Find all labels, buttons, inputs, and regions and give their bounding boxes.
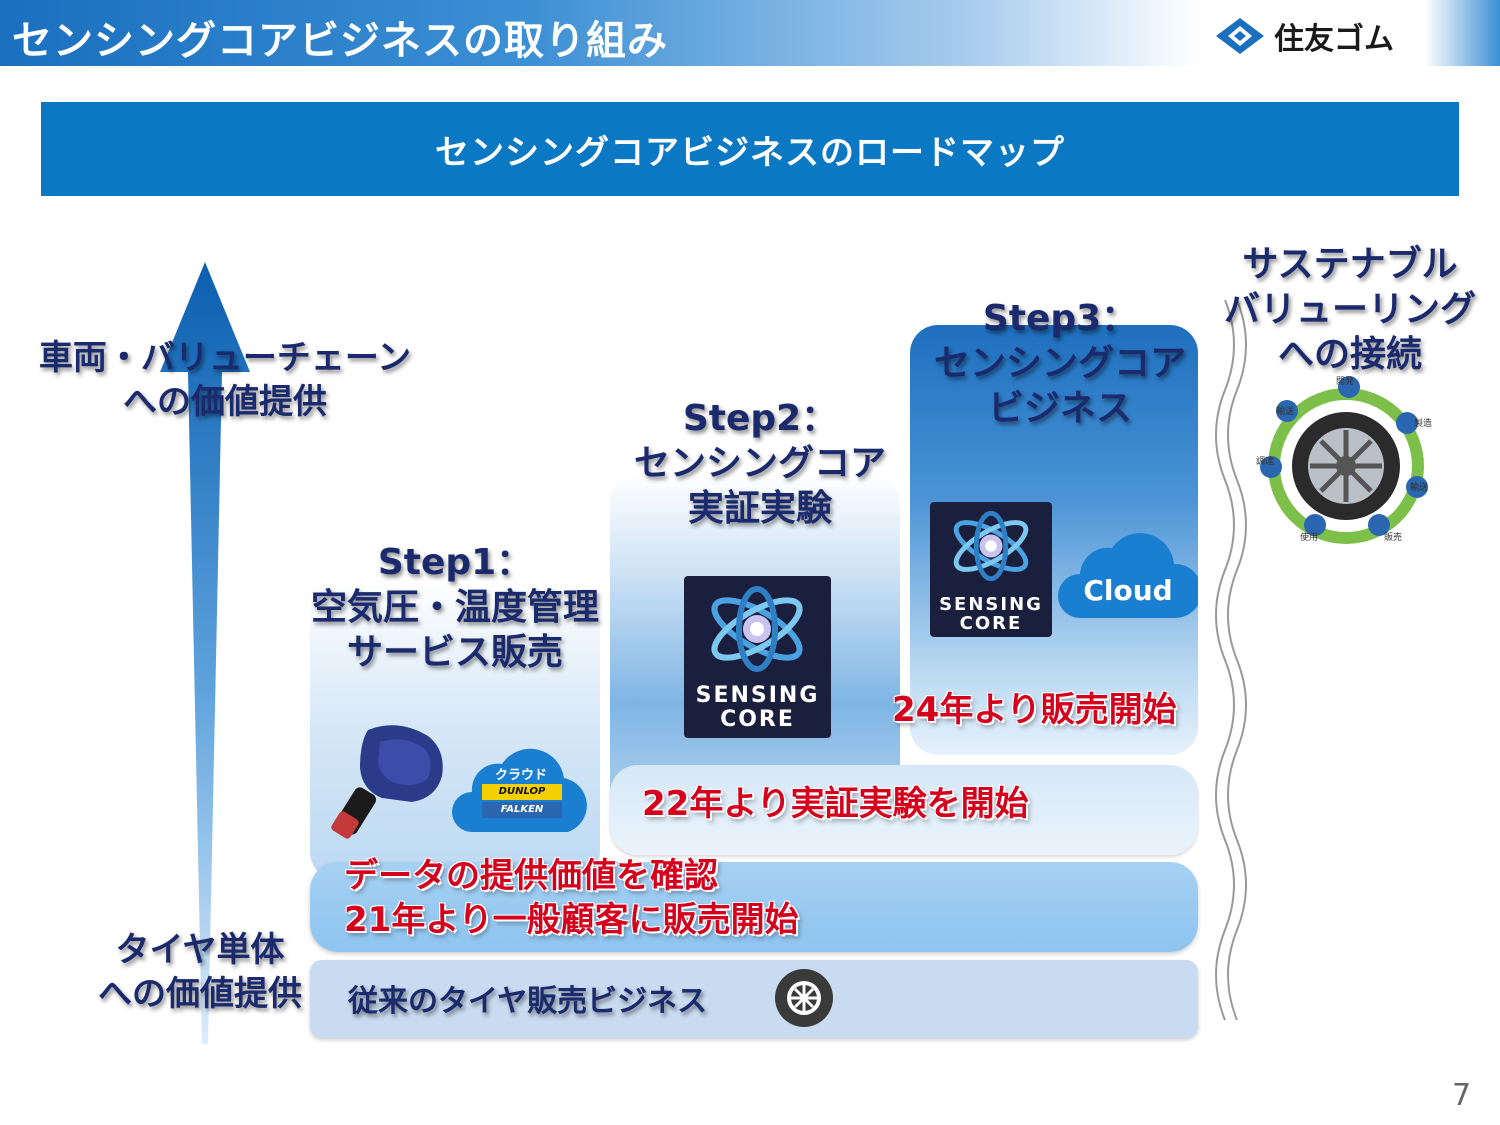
step3-milestone: 24年より販売開始	[892, 690, 1177, 730]
sensing-core-emblem-icon	[711, 586, 803, 672]
step3-desc2: ビジネス	[987, 388, 1132, 429]
ring-label-sales: 販売	[1384, 533, 1403, 543]
step1-milestone-2: 21年より一般顧客に販売開始	[344, 900, 799, 940]
step3-label: Step3：	[982, 298, 1138, 339]
ring-label-transport: 輸送	[1410, 483, 1429, 493]
step1-desc1: 空気圧・温度管理	[310, 587, 599, 628]
ring-node-transport: 輸送	[1406, 476, 1428, 498]
ring-label-use: 使用	[1300, 533, 1319, 543]
step3-desc1: センシングコア	[933, 343, 1186, 384]
sumitomo-diamond-icon	[1216, 18, 1264, 54]
ring-label-procure: 調達	[1256, 457, 1275, 467]
base-business-label: 従来のタイヤ販売ビジネス	[348, 984, 708, 1019]
ring-node-procure: 調達	[1256, 456, 1282, 478]
tire-icon	[775, 969, 833, 1027]
step1-milestone-1: データの提供価値を確認	[344, 856, 718, 896]
brand-cloud-badge: クラウド DUNLOP FALKEN	[452, 738, 590, 834]
sustainable-line2: バリューリング	[1223, 289, 1476, 330]
base-bar	[310, 960, 1198, 1038]
wavy-divider	[1215, 300, 1247, 1021]
step1-title: Step1： 空気圧・温度管理 サービス販売	[270, 540, 640, 675]
dunlop-logo: DUNLOP	[482, 784, 562, 800]
sensing-core-logo-step3: SENSING CORE	[930, 502, 1052, 637]
ring-node-manufacture: 製造	[1396, 412, 1432, 434]
axis-bottom-line2: への価値提供	[98, 974, 302, 1014]
falken-logo: FALKEN	[482, 802, 562, 818]
axis-top-line2: への価値提供	[123, 382, 327, 422]
page-number: 7	[1452, 1078, 1472, 1113]
page-title: センシングコアビジネスの取り組み	[12, 18, 668, 64]
axis-bottom-line1: タイヤ単体	[115, 930, 285, 970]
ring-label-transport2: 輸送	[1276, 407, 1295, 417]
step2-bar	[610, 765, 1198, 855]
value-axis-arrow-icon	[160, 262, 250, 1044]
value-ring-diagram: 開発 製造 輸送 販売 使用 調達 輸送	[1256, 376, 1436, 556]
step2-desc2: 実証実験	[687, 488, 832, 529]
ring-label-dev: 開発	[1336, 377, 1355, 387]
value-ring-icon	[1268, 388, 1424, 544]
cloud-badge: Cloud	[1058, 526, 1198, 622]
logo-text: 住友ゴム	[1274, 22, 1394, 57]
sensing-core-text1: SENSING	[695, 683, 820, 708]
step1-label: Step1：	[377, 542, 533, 583]
sensing-core-text2: CORE	[720, 707, 795, 732]
sustainable-title: サステナブル バリューリング への接続	[1200, 242, 1500, 377]
sustainable-line1: サステナブル	[1242, 244, 1458, 285]
ring-node-transport2: 輸送	[1276, 400, 1298, 422]
sensing-core-logo-step2: SENSING CORE	[684, 576, 831, 738]
cloud-label: Cloud	[1083, 574, 1173, 607]
sustainable-line3: への接続	[1277, 334, 1422, 375]
step2-label: Step2：	[682, 398, 838, 439]
ring-node-dev: 開発	[1336, 376, 1360, 398]
company-logo: 住友ゴム	[1216, 14, 1394, 58]
sensing-core-emblem-icon	[953, 510, 1029, 582]
ring-label-manufacture: 製造	[1414, 419, 1433, 429]
ring-node-sales: 販売	[1368, 514, 1402, 543]
step2-title: Step2： センシングコア 実証実験	[590, 396, 930, 531]
sensing-core-text1: SENSING	[939, 594, 1043, 615]
roadmap-banner: センシングコアビジネスのロードマップ	[41, 102, 1459, 196]
cloud-jp-label: クラウド	[494, 768, 547, 783]
step2-milestone: 22年より実証実験を開始	[642, 784, 1029, 824]
axis-top-label: 車両・バリューチェーン への価値提供	[10, 336, 440, 424]
step1-desc2: サービス販売	[346, 632, 563, 673]
step3-title: Step3： センシングコア ビジネス	[895, 296, 1225, 431]
sensing-core-text2: CORE	[959, 613, 1023, 634]
axis-top-line1: 車両・バリューチェーン	[38, 338, 412, 378]
tpms-sensor-icon	[331, 725, 443, 839]
ring-node-use: 使用	[1300, 514, 1326, 543]
step2-desc1: センシングコア	[633, 443, 886, 484]
cloud-icon	[1058, 533, 1198, 618]
axis-bottom-label: タイヤ単体 への価値提供	[70, 928, 330, 1016]
banner-title: センシングコアビジネスのロードマップ	[435, 132, 1065, 173]
step1-bar	[310, 862, 1198, 952]
